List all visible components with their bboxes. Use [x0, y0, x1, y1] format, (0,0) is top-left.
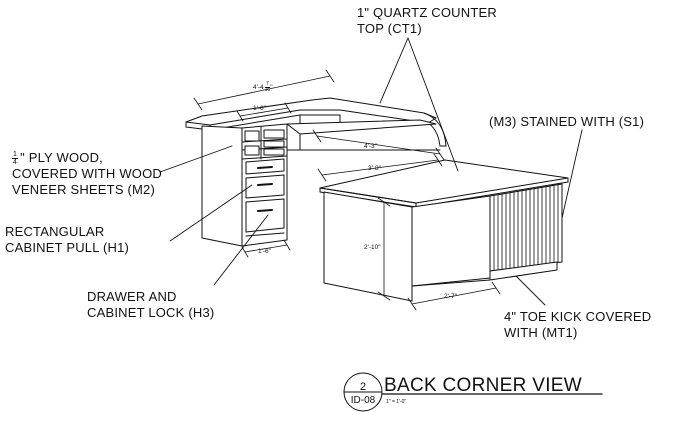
dim-base-width: 1'-6" — [258, 248, 271, 255]
cabinet-pull-callout: RECTANGULAR CABINET PULL (H1) — [5, 224, 129, 256]
pull-callout-line-1: RECTANGULAR — [5, 224, 105, 239]
dim-top-width-main: 4'-4 — [253, 84, 264, 92]
leader-lines — [159, 37, 583, 306]
storage-cabinet — [201, 123, 288, 247]
quartz-counter-callout: 1" QUARTZ COUNTER TOP (CT1) — [357, 5, 497, 37]
dim-counter-depth: 4'-3" — [364, 143, 377, 150]
view-number: 2 — [359, 381, 367, 393]
lock-callout-line-1: DRAWER AND — [87, 289, 177, 304]
dim-frac-denominator: 16 — [264, 87, 271, 93]
dim-end-width: 2'-7" — [444, 293, 457, 300]
pull-callout-line-2: CABINET PULL (H1) — [5, 240, 130, 255]
ply-fraction-numerator: 1 — [12, 151, 19, 160]
dim-frac-numerator: 7 — [264, 81, 271, 88]
dim-top-width-suffix: " — [270, 84, 273, 92]
ply-fraction-denominator: 4 — [13, 159, 18, 167]
sheet-reference: ID-08 — [350, 395, 376, 406]
drawing-scale: 1" = 1'-0" — [386, 399, 407, 405]
toe-callout-line-2: WITH (MT1) — [504, 325, 578, 340]
quartz-callout-line-2: TOP (CT1) — [357, 21, 422, 36]
knee-space-panel — [286, 119, 441, 151]
toe-kick-callout: 4" TOE KICK COVERED WITH (MT1) — [504, 309, 651, 341]
dim-cabinet-width: 1'-6" — [253, 105, 266, 112]
ply-callout-line-1-text: " PLY WOOD, — [20, 150, 103, 165]
view-title-symbol — [343, 372, 603, 412]
dim-return-length: 3'-8" — [368, 165, 381, 172]
view-title: BACK CORNER VIEW — [384, 375, 582, 396]
drawer-lock-callout: DRAWER AND CABINET LOCK (H3) — [87, 289, 214, 321]
fluted-grooves — [493, 184, 559, 271]
lock-callout-line-2: CABINET LOCK (H3) — [87, 305, 215, 320]
dim-height: 2'-10" — [364, 244, 381, 251]
return-desk — [319, 159, 569, 302]
stained-finish-callout: (M3) STAINED WITH (S1) — [489, 114, 645, 129]
toe-callout-line-1: 4" TOE KICK COVERED — [504, 309, 652, 324]
quartz-callout-line-1: 1" QUARTZ COUNTER — [357, 5, 497, 20]
ply-callout-line-2: COVERED WITH WOOD — [12, 166, 163, 182]
dimension-lines — [193, 69, 501, 311]
ply-callout-line-3: VENEER SHEETS (M2) — [12, 182, 156, 198]
